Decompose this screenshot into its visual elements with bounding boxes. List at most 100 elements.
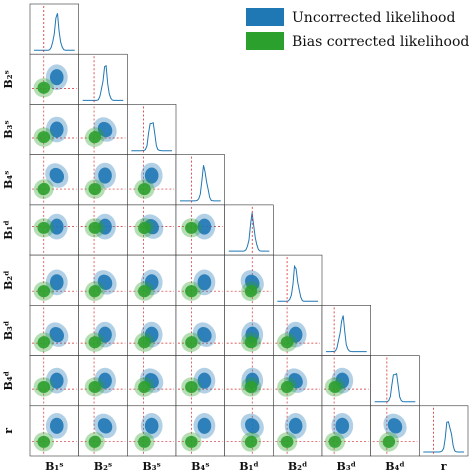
panel-B3d-B1s (29, 305, 79, 356)
panel-frame (127, 104, 177, 155)
contour-inner-corrected (138, 221, 151, 235)
panel-B1s-B1s (29, 3, 79, 55)
contour-inner-corrected (88, 131, 102, 144)
panel-B4d-B2s (78, 355, 128, 407)
marginal-histogram (374, 373, 416, 403)
panel-frame (370, 405, 420, 457)
panel-B2d-B3s (127, 254, 177, 306)
y-axis-label-B4s: B₄ˢ (2, 171, 15, 189)
panel-B1d-B4s (175, 204, 225, 256)
panel-frame (321, 305, 371, 356)
panel-B2s-B1s (29, 53, 79, 105)
contour-inner-uncorrected (98, 372, 112, 389)
contour-inner-corrected (88, 380, 102, 394)
contour-inner-corrected (244, 285, 258, 298)
panel-B4d-B3s (127, 355, 177, 407)
panel-B1d-B1d (224, 204, 274, 256)
x-axis-label-B1s: B₁ˢ (45, 460, 63, 473)
y-axis-label-r: r (2, 428, 15, 434)
contour-inner-uncorrected (144, 274, 159, 291)
x-axis-label-B3d: B₃ᵈ (337, 460, 357, 473)
legend-swatch-corrected (246, 32, 284, 50)
contour-inner-uncorrected (197, 327, 212, 343)
contour-inner-corrected (37, 221, 51, 234)
contour-inner-corrected (138, 435, 151, 448)
panel-r-r (419, 405, 469, 457)
x-axis-label-B2d: B₂ᵈ (288, 460, 308, 473)
contour-inner-uncorrected (335, 417, 350, 434)
contour-inner-corrected (37, 182, 50, 196)
panel-B3s-B2s (78, 104, 128, 155)
contour-inner-uncorrected (197, 372, 212, 389)
panel-B4s-B2s (78, 154, 128, 206)
panel-B3s-B1s (29, 104, 79, 155)
contour-inner-corrected (88, 183, 102, 196)
contour-inner-corrected (88, 336, 102, 349)
y-axis-label-B4d: B₄ᵈ (2, 371, 15, 391)
contour-inner-corrected (244, 380, 258, 394)
contour-inner-uncorrected (144, 167, 159, 184)
legend-swatch-uncorrected (246, 8, 284, 26)
panel-r-B2d (273, 405, 323, 457)
contour-inner-corrected (88, 435, 102, 448)
marginal-histogram (82, 64, 124, 101)
panel-B4d-B4s (175, 355, 225, 407)
x-axis-label-B4s: B₄ˢ (191, 460, 209, 473)
panel-B1d-B1s (29, 204, 79, 256)
corner-panels (29, 3, 469, 457)
contour-inner-uncorrected (97, 418, 113, 434)
panel-B3d-B4s (175, 305, 225, 356)
x-axis-label-B2s: B₂ˢ (94, 460, 112, 473)
panel-B4d-B3d (321, 355, 371, 407)
contour-inner-corrected (280, 380, 294, 394)
contour-inner-corrected (138, 285, 151, 298)
panel-frame (419, 405, 469, 457)
contour-inner-uncorrected (49, 121, 64, 138)
panel-B3d-B1d (224, 305, 274, 356)
y-axis-label-B2s: B₂ˢ (2, 70, 15, 88)
contour-inner-corrected (37, 285, 51, 298)
x-axis-label-r: r (441, 460, 447, 473)
panel-frame (224, 204, 274, 256)
panel-B3d-B3s (127, 305, 177, 356)
contour-inner-uncorrected (387, 418, 403, 434)
marginal-histogram (34, 13, 75, 51)
x-axis-label-B1d: B₁ᵈ (239, 460, 259, 473)
contour-inner-corrected (37, 131, 51, 144)
contour-inner-uncorrected (49, 218, 64, 235)
contour-inner-uncorrected (49, 372, 64, 389)
panel-B2s-B2s (78, 53, 128, 105)
contour-inner-corrected (37, 81, 51, 94)
marginal-histogram (180, 165, 221, 202)
contour-inner-uncorrected (49, 327, 65, 343)
panel-frame (78, 305, 128, 356)
contour-inner-uncorrected (49, 274, 64, 291)
panel-frame (370, 355, 420, 407)
panel-B2d-B1d (224, 254, 274, 306)
panel-B2d-B4s (175, 254, 225, 306)
panel-r-B4s (175, 405, 225, 457)
panel-B4s-B3s (127, 154, 177, 206)
y-axis-label-B3d: B₃ᵈ (2, 321, 15, 341)
contour-inner-corrected (138, 336, 151, 349)
contour-inner-corrected (88, 285, 102, 298)
contour-inner-uncorrected (288, 326, 303, 343)
contour-inner-uncorrected (98, 326, 112, 343)
contour-inner-uncorrected (98, 167, 112, 184)
panel-frame (175, 154, 225, 206)
y-axis-label-B3s: B₃ˢ (2, 120, 15, 138)
panel-B2d-B2s (78, 254, 128, 306)
contour-inner-uncorrected (49, 417, 64, 434)
contour-inner-corrected (328, 435, 342, 448)
contour-inner-corrected (185, 221, 198, 234)
x-axis-label-B3s: B₃ˢ (142, 460, 160, 473)
panel-B2d-B1s (29, 254, 79, 306)
panel-B3d-B2s (78, 305, 128, 356)
contour-inner-uncorrected (144, 417, 159, 434)
panel-B3s-B3s (127, 104, 177, 155)
panel-B4d-B2d (273, 355, 323, 407)
contour-inner-corrected (244, 435, 258, 448)
legend-label-uncorrected: Uncorrected likelihood (292, 10, 455, 26)
contour-inner-uncorrected (98, 218, 112, 235)
